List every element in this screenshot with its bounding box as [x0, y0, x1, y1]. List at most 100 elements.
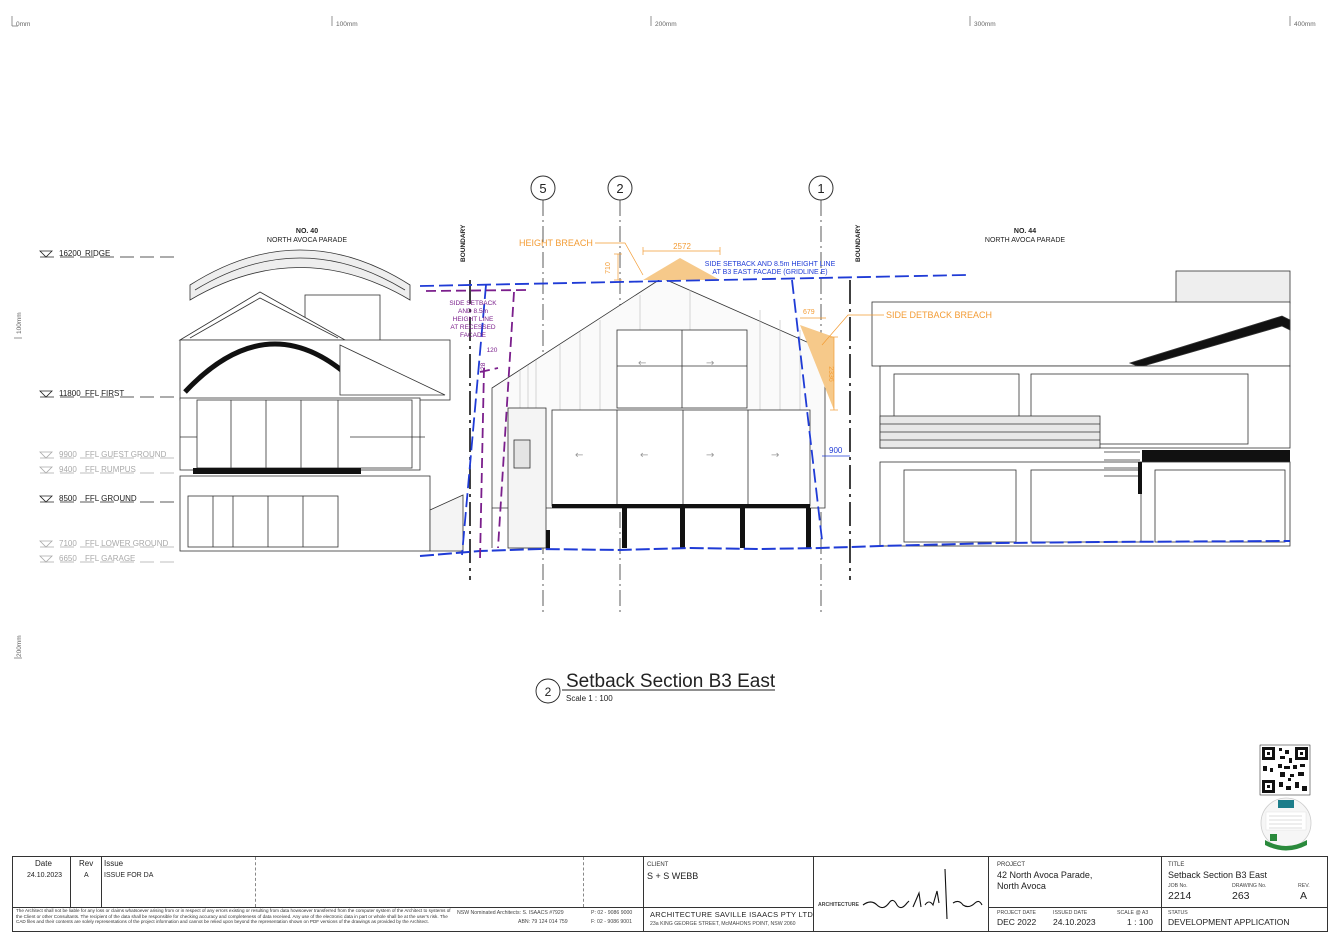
svg-text:8500: 8500 — [59, 494, 77, 503]
purple-note-line: AND 8.5m — [458, 308, 488, 315]
svg-text:7100: 7100 — [59, 539, 77, 548]
dim-710: 710 — [605, 262, 612, 274]
purple-note-line: FACADE — [460, 332, 487, 339]
level-ffl-lower-ground: 7100 FFL LOWER GROUND — [39, 539, 175, 548]
svg-text:9400: 9400 — [59, 465, 77, 474]
boundaries: BOUNDARY BOUNDARY — [460, 224, 862, 580]
purple-note-line: HEIGHT LINE — [453, 316, 494, 323]
project-label: PROJECT — [997, 862, 1026, 868]
orange-annotations: HEIGHT BREACH 2572 710 SIDE DETBACK BREA… — [519, 238, 992, 411]
certification-badge — [1260, 797, 1312, 851]
issue-rev: A — [84, 872, 89, 879]
project-line1: 42 North Avoca Parade, — [997, 870, 1093, 880]
level-ffl-rumpus: 9400 FFL RUMPUS — [39, 465, 175, 474]
sliding-arrow-icon: → — [771, 450, 779, 461]
height-breach-label: HEIGHT BREACH — [519, 238, 593, 248]
blue-setback-note-2: AT B3 EAST FACADE (GRIDLINE E) — [712, 269, 827, 276]
project-line2: North Avoca — [997, 881, 1046, 891]
svg-text:FFL RUMPUS: FFL RUMPUS — [85, 465, 136, 474]
purple-recessed-line — [425, 289, 529, 561]
status-value: DEVELOPMENT APPLICATION — [1168, 917, 1290, 927]
neighbour-left-street: NORTH AVOCA PARADE — [267, 237, 347, 244]
level-markers: 16200 RIDGE 11800 FFL FIRST 9900 FFL GUE… — [39, 249, 175, 563]
ruler-300mm: 300mm — [974, 21, 996, 28]
firm-name: ARCHITECTURE SAVILLE ISAACS PTY LTD — [650, 910, 814, 919]
level-ffl-guest-ground: 9900 FFL GUEST GROUND — [39, 450, 175, 459]
scale-value: 1 : 100 — [1127, 917, 1153, 927]
dim-120: 120 — [487, 347, 498, 354]
svg-text:1: 1 — [817, 181, 824, 196]
level-ffl-garage: 6650 FFL GARAGE — [39, 554, 175, 563]
blue-setback-note-1: SIDE SETBACK AND 8.5m HEIGHT LINE — [705, 261, 836, 268]
rev-header: Rev — [79, 859, 94, 868]
logo-text: ARCHITECTURE — [818, 902, 859, 908]
ruler-100mm: 100mm — [336, 21, 358, 28]
svg-text:9900: 9900 — [59, 450, 77, 459]
dim-2336: 2336 — [827, 366, 834, 382]
qr-code — [1259, 744, 1311, 796]
gridline-1: 1 — [808, 175, 834, 615]
scale-ruler: 0mm 100mm 200mm 300mm 400mm 100mm 200mm — [11, 16, 1316, 659]
job-number: 2214 — [1168, 890, 1192, 902]
side-setback-breach-area — [800, 325, 834, 410]
boundary-label-left: BOUNDARY — [460, 224, 467, 262]
neighbour-house-no44 — [871, 270, 1291, 547]
boundary-label-right: BOUNDARY — [855, 224, 862, 262]
abn: ABN: 79 124 014 759 — [518, 919, 568, 925]
rev-value: A — [1300, 890, 1308, 902]
level-ffl-ground: 8500 FFL GROUND — [39, 494, 175, 503]
title-label: TITLE — [1168, 862, 1185, 868]
svg-text:FFL FIRST: FFL FIRST — [85, 389, 124, 398]
side-setback-breach-label: SIDE DETBACK BREACH — [886, 310, 992, 320]
issue-header: Issue — [104, 859, 124, 868]
fax: F: 02 - 9086 9001 — [591, 919, 632, 925]
subject-building-no42: ← → ← ← → → — [491, 277, 826, 550]
section-scale: Scale 1 : 100 — [566, 694, 613, 703]
issue-date: 24.10.2023 — [27, 872, 63, 879]
issue-description: ISSUE FOR DA — [104, 872, 154, 879]
phone: P: 02 - 9086 9000 — [591, 910, 633, 916]
drawing-number-label: DRAWING No. — [1232, 883, 1267, 889]
blue-setback-height-line — [419, 274, 967, 556]
svg-text:FFL GARAGE: FFL GARAGE — [85, 554, 135, 563]
dim-2572: 2572 — [673, 242, 691, 251]
section-number: 2 — [545, 685, 552, 699]
neighbour-right-number: NO. 44 — [1014, 228, 1036, 235]
drawing-number: 263 — [1232, 890, 1250, 902]
purple-note-line: SIDE SETBACK — [449, 300, 497, 307]
client-name: S + S WEBB — [647, 871, 699, 881]
issued-date: 24.10.2023 — [1053, 917, 1096, 927]
ruler-0mm: 0mm — [16, 21, 30, 28]
job-label: JOB No. — [1168, 883, 1188, 889]
title-block: Date Rev Issue 24.10.2023 A ISSUE FOR DA… — [12, 856, 1328, 932]
client-label: CLIENT — [647, 862, 669, 868]
firm-address: 23a KING GEORGE STREET, McMAHONS POINT, … — [650, 921, 796, 927]
ruler-left-100mm: 100mm — [16, 312, 23, 334]
svg-text:RIDGE: RIDGE — [85, 249, 110, 258]
purple-note-line: AT RECESSED — [450, 324, 496, 331]
dim-679: 679 — [803, 309, 815, 316]
svg-text:FFL GROUND: FFL GROUND — [85, 494, 137, 503]
ruler-200mm: 200mm — [655, 21, 677, 28]
sliding-arrow-icon: ← — [575, 450, 583, 461]
ruler-left-200mm: 200mm — [16, 635, 23, 657]
sliding-arrow-icon: → — [706, 358, 714, 369]
issued-date-label: ISSUED DATE — [1053, 910, 1088, 916]
ground-line — [419, 540, 1291, 557]
status-label: STATUS — [1168, 910, 1188, 916]
dim-900: 900 — [829, 446, 843, 455]
section-title: 2 Setback Section B3 East Scale 1 : 100 — [535, 671, 776, 704]
dim-428: 428 — [480, 362, 487, 373]
section-title-text: Setback Section B3 East — [566, 671, 776, 692]
svg-text:16200: 16200 — [59, 249, 82, 258]
level-ffl-first: 11800 FFL FIRST — [39, 389, 175, 398]
sliding-arrow-icon: → — [706, 450, 714, 461]
disclaimer-text: The Architect shall not be liable for an… — [16, 908, 451, 924]
sliding-arrow-icon: ← — [638, 358, 646, 369]
svg-text:FFL GUEST GROUND: FFL GUEST GROUND — [85, 450, 167, 459]
svg-text:5: 5 — [539, 181, 546, 196]
rev-label: REV. — [1298, 883, 1310, 889]
svg-text:2: 2 — [616, 181, 623, 196]
project-date-label: PROJECT DATE — [997, 910, 1037, 916]
